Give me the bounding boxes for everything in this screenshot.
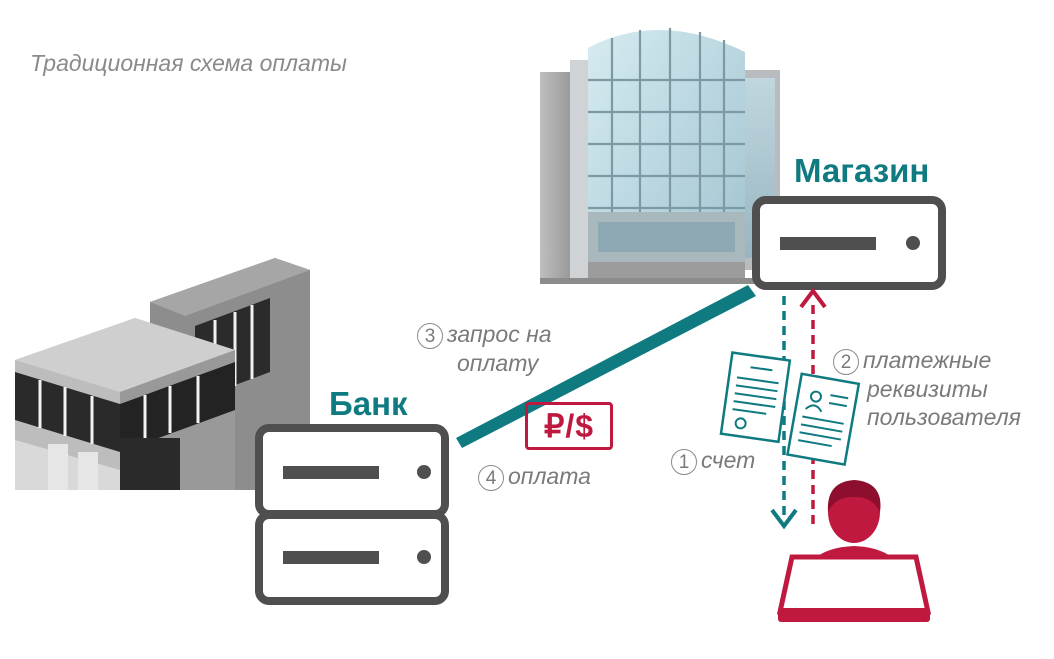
- step-text: счет: [701, 447, 756, 473]
- bank-server-icon: [255, 424, 449, 518]
- step-text: оплата: [508, 463, 591, 489]
- step-number: 4: [478, 464, 504, 491]
- user-details-document-icon: [786, 372, 861, 467]
- office-building-icon: [540, 28, 780, 284]
- bank-building-icon: [15, 258, 310, 490]
- shop-label: Магазин: [794, 152, 930, 189]
- bank-server-icon: [255, 511, 449, 605]
- step-number: 1: [671, 448, 697, 475]
- page-title: Традиционная схема оплаты: [30, 50, 347, 76]
- currency-badge: ₽/$: [525, 402, 613, 450]
- step-text: реквизиты: [867, 375, 988, 402]
- step-number: 3: [417, 322, 443, 349]
- user-laptop-icon: [776, 480, 932, 622]
- step-text: платежные: [863, 347, 992, 373]
- bank-shop-connection: [456, 285, 756, 448]
- step-number: 2: [833, 348, 859, 375]
- step-text: запрос на: [447, 321, 552, 347]
- invoice-document-icon: [719, 351, 792, 444]
- step-text: оплату: [457, 349, 539, 376]
- step-text: пользователя: [867, 403, 1021, 430]
- bank-label: Банк: [329, 385, 408, 422]
- shop-server-icon: [752, 196, 946, 290]
